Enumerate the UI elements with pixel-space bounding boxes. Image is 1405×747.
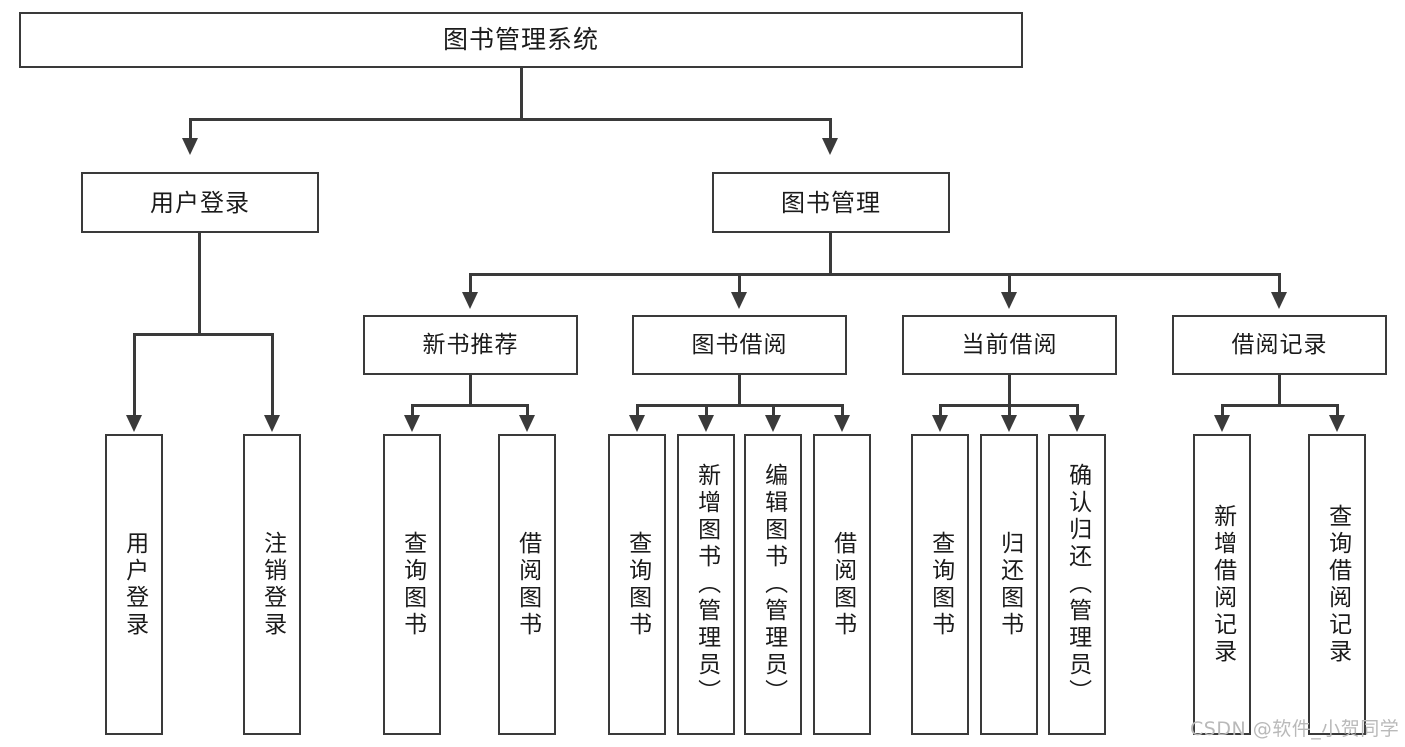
node-current-label: 当前借阅 bbox=[961, 331, 1058, 358]
connector-borrow-drop-1 bbox=[636, 404, 639, 418]
connector-newbook-drop-1 bbox=[411, 404, 414, 418]
node-current[interactable]: 当前借阅 bbox=[902, 315, 1117, 375]
node-leaf-11-label: 确认归还（管理员） bbox=[1064, 463, 1091, 706]
connector-login-drop-1 bbox=[133, 333, 136, 418]
arrowhead-to-leaf-8 bbox=[834, 415, 850, 432]
node-leaf-8-label: 借阅图书 bbox=[829, 530, 856, 639]
connector-borrow-stem bbox=[738, 375, 741, 406]
arrowhead-to-record bbox=[1271, 292, 1287, 309]
node-login-label: 用户登录 bbox=[150, 188, 250, 217]
connector-current-drop-1 bbox=[939, 404, 942, 418]
node-leaf-13-label: 查询借阅记录 bbox=[1324, 503, 1351, 666]
connector-record-drop-2 bbox=[1336, 404, 1339, 418]
connector-record-drop-1 bbox=[1221, 404, 1224, 418]
arrowhead-to-borrow bbox=[731, 292, 747, 309]
node-leaf-7-label: 编辑图书（管理员） bbox=[760, 463, 787, 706]
node-leaf-3-label: 查询图书 bbox=[399, 530, 426, 639]
arrowhead-to-leaf-3 bbox=[404, 415, 420, 432]
connector-bookmgmt-stem bbox=[829, 233, 832, 275]
arrowhead-to-leaf-4 bbox=[519, 415, 535, 432]
connector-current-stem bbox=[1008, 375, 1011, 406]
arrowhead-to-leaf-10 bbox=[1001, 415, 1017, 432]
connector-bookmgmt-bus bbox=[470, 273, 1281, 276]
node-borrow[interactable]: 图书借阅 bbox=[632, 315, 847, 375]
connector-root-stem bbox=[520, 68, 523, 120]
node-newbook-label: 新书推荐 bbox=[422, 331, 519, 358]
node-leaf-6[interactable]: 新增图书（管理员） bbox=[677, 434, 735, 735]
node-leaf-4-label: 借阅图书 bbox=[514, 530, 541, 639]
node-leaf-3[interactable]: 查询图书 bbox=[383, 434, 441, 735]
node-bookmgmt[interactable]: 图书管理 bbox=[712, 172, 950, 233]
node-record[interactable]: 借阅记录 bbox=[1172, 315, 1387, 375]
node-record-label: 借阅记录 bbox=[1231, 331, 1328, 358]
connector-drop-newbook bbox=[469, 273, 472, 295]
node-leaf-4[interactable]: 借阅图书 bbox=[498, 434, 556, 735]
connector-drop-record bbox=[1278, 273, 1281, 295]
node-leaf-9[interactable]: 查询图书 bbox=[911, 434, 969, 735]
arrowhead-to-newbook bbox=[462, 292, 478, 309]
connector-root-drop-login bbox=[189, 118, 192, 140]
node-leaf-11[interactable]: 确认归还（管理员） bbox=[1048, 434, 1106, 735]
arrowhead-to-leaf-6 bbox=[698, 415, 714, 432]
connector-root-drop-bookmgmt bbox=[829, 118, 832, 140]
connector-borrow-bus bbox=[637, 404, 843, 407]
node-root[interactable]: 图书管理系统 bbox=[19, 12, 1023, 68]
node-borrow-label: 图书借阅 bbox=[691, 331, 788, 358]
connector-newbook-bus bbox=[412, 404, 528, 407]
node-bookmgmt-label: 图书管理 bbox=[781, 188, 881, 217]
arrowhead-to-leaf-2 bbox=[264, 415, 280, 432]
node-root-label: 图书管理系统 bbox=[442, 25, 599, 55]
node-leaf-8[interactable]: 借阅图书 bbox=[813, 434, 871, 735]
node-leaf-2[interactable]: 注销登录 bbox=[243, 434, 301, 735]
connector-login-stem bbox=[198, 233, 201, 335]
node-leaf-5-label: 查询图书 bbox=[624, 530, 651, 639]
connector-borrow-drop-2 bbox=[705, 404, 708, 418]
node-leaf-1-label: 用户登录 bbox=[121, 530, 148, 639]
node-leaf-12[interactable]: 新增借阅记录 bbox=[1193, 434, 1251, 735]
node-leaf-7[interactable]: 编辑图书（管理员） bbox=[744, 434, 802, 735]
arrowhead-to-leaf-13 bbox=[1329, 415, 1345, 432]
arrowhead-to-current bbox=[1001, 292, 1017, 309]
connector-login-bus bbox=[134, 333, 273, 336]
connector-borrow-drop-3 bbox=[772, 404, 775, 418]
csdn-watermark: CSDN @软件_小贺同学 bbox=[1190, 718, 1400, 740]
arrowhead-to-login bbox=[182, 138, 198, 155]
node-leaf-12-label: 新增借阅记录 bbox=[1209, 503, 1236, 666]
connector-drop-borrow bbox=[738, 273, 741, 295]
connector-newbook-drop-2 bbox=[526, 404, 529, 418]
node-leaf-6-label: 新增图书（管理员） bbox=[693, 463, 720, 706]
node-leaf-9-label: 查询图书 bbox=[927, 530, 954, 639]
connector-root-bus bbox=[190, 118, 832, 121]
connector-record-stem bbox=[1278, 375, 1281, 406]
node-leaf-1[interactable]: 用户登录 bbox=[105, 434, 163, 735]
connector-current-drop-2 bbox=[1008, 404, 1011, 418]
node-leaf-13[interactable]: 查询借阅记录 bbox=[1308, 434, 1366, 735]
arrowhead-to-leaf-11 bbox=[1069, 415, 1085, 432]
arrowhead-to-leaf-9 bbox=[932, 415, 948, 432]
node-leaf-10-label: 归还图书 bbox=[996, 530, 1023, 639]
connector-borrow-drop-4 bbox=[841, 404, 844, 418]
arrowhead-to-leaf-5 bbox=[629, 415, 645, 432]
node-login[interactable]: 用户登录 bbox=[81, 172, 319, 233]
connector-newbook-stem bbox=[469, 375, 472, 406]
arrowhead-to-leaf-12 bbox=[1214, 415, 1230, 432]
connector-current-drop-3 bbox=[1076, 404, 1079, 418]
arrowhead-to-bookmgmt bbox=[822, 138, 838, 155]
connector-login-drop-2 bbox=[271, 333, 274, 418]
connector-record-bus bbox=[1222, 404, 1338, 407]
node-leaf-5[interactable]: 查询图书 bbox=[608, 434, 666, 735]
arrowhead-to-leaf-7 bbox=[765, 415, 781, 432]
connector-drop-current bbox=[1008, 273, 1011, 295]
node-newbook[interactable]: 新书推荐 bbox=[363, 315, 578, 375]
node-leaf-2-label: 注销登录 bbox=[259, 530, 286, 639]
node-leaf-10[interactable]: 归还图书 bbox=[980, 434, 1038, 735]
arrowhead-to-leaf-1 bbox=[126, 415, 142, 432]
